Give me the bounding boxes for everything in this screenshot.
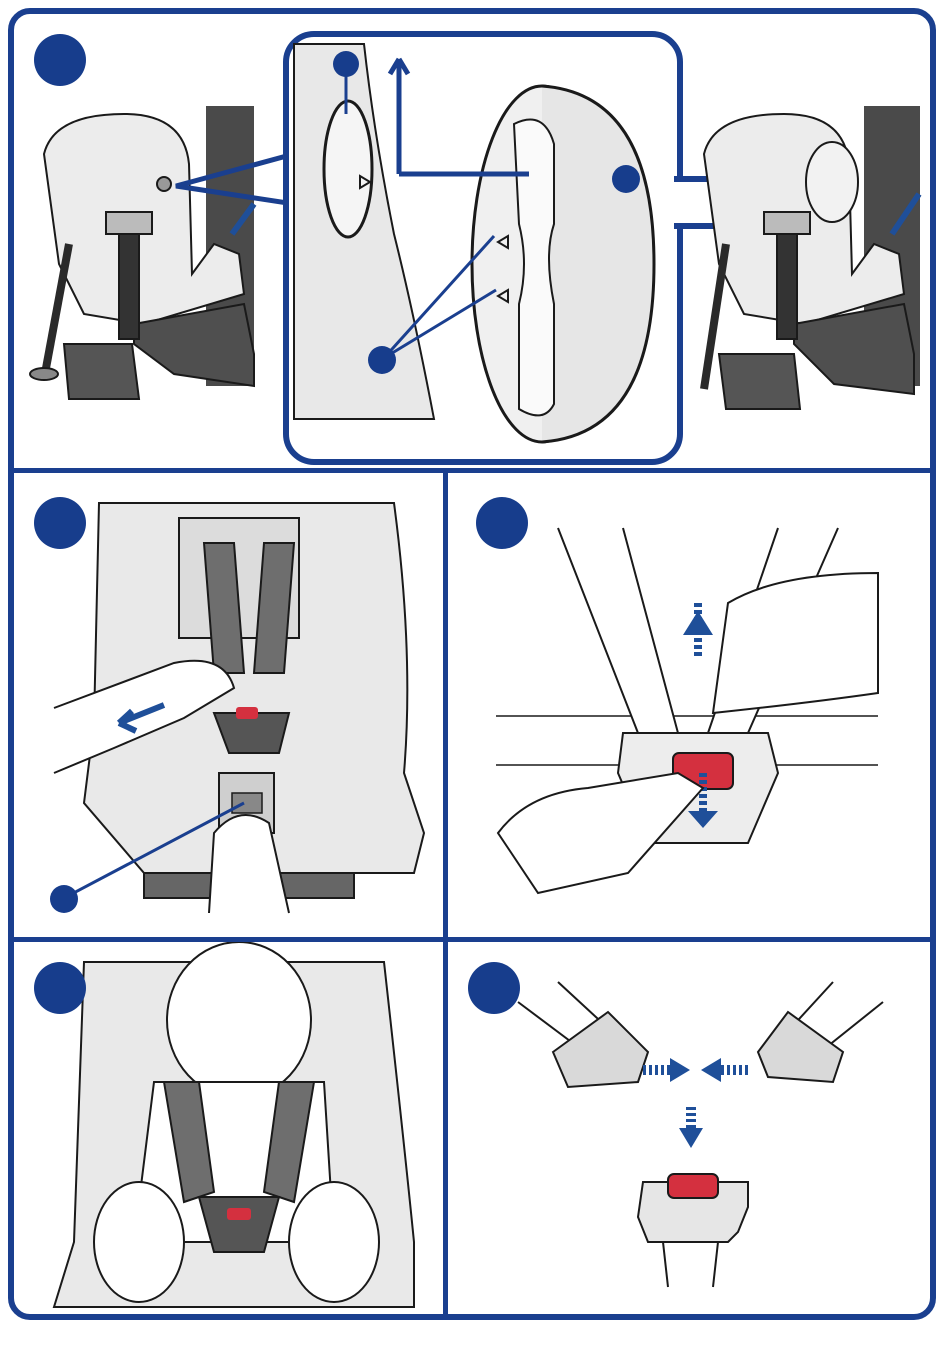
panel-1-illustration <box>14 14 930 468</box>
callout-marker-a <box>333 51 359 77</box>
panel-5 <box>448 942 930 1312</box>
car-seat-left <box>30 106 254 399</box>
panel-2-illustration <box>14 473 443 937</box>
step-marker-2 <box>34 497 86 549</box>
panel-3 <box>448 473 930 937</box>
step-marker-4 <box>34 962 86 1014</box>
arrow-up-icon <box>683 611 713 635</box>
panel-3-illustration <box>448 473 930 937</box>
car-seat-right <box>704 106 920 409</box>
callout-marker-b <box>612 165 640 193</box>
baby-head <box>167 942 311 1098</box>
step-marker-3 <box>476 497 528 549</box>
step-marker-5 <box>468 962 520 1014</box>
panel-5-illustration <box>448 942 930 1312</box>
arrow-down-icon <box>679 1128 703 1148</box>
step-marker-1 <box>34 34 86 86</box>
callout-marker-d <box>50 885 78 913</box>
panel-1 <box>14 14 930 468</box>
callout-marker-c <box>368 346 396 374</box>
arrow-right-icon <box>670 1058 690 1082</box>
arrow-left-icon <box>701 1058 721 1082</box>
panel-2 <box>14 473 443 937</box>
panel-4 <box>14 942 443 1312</box>
